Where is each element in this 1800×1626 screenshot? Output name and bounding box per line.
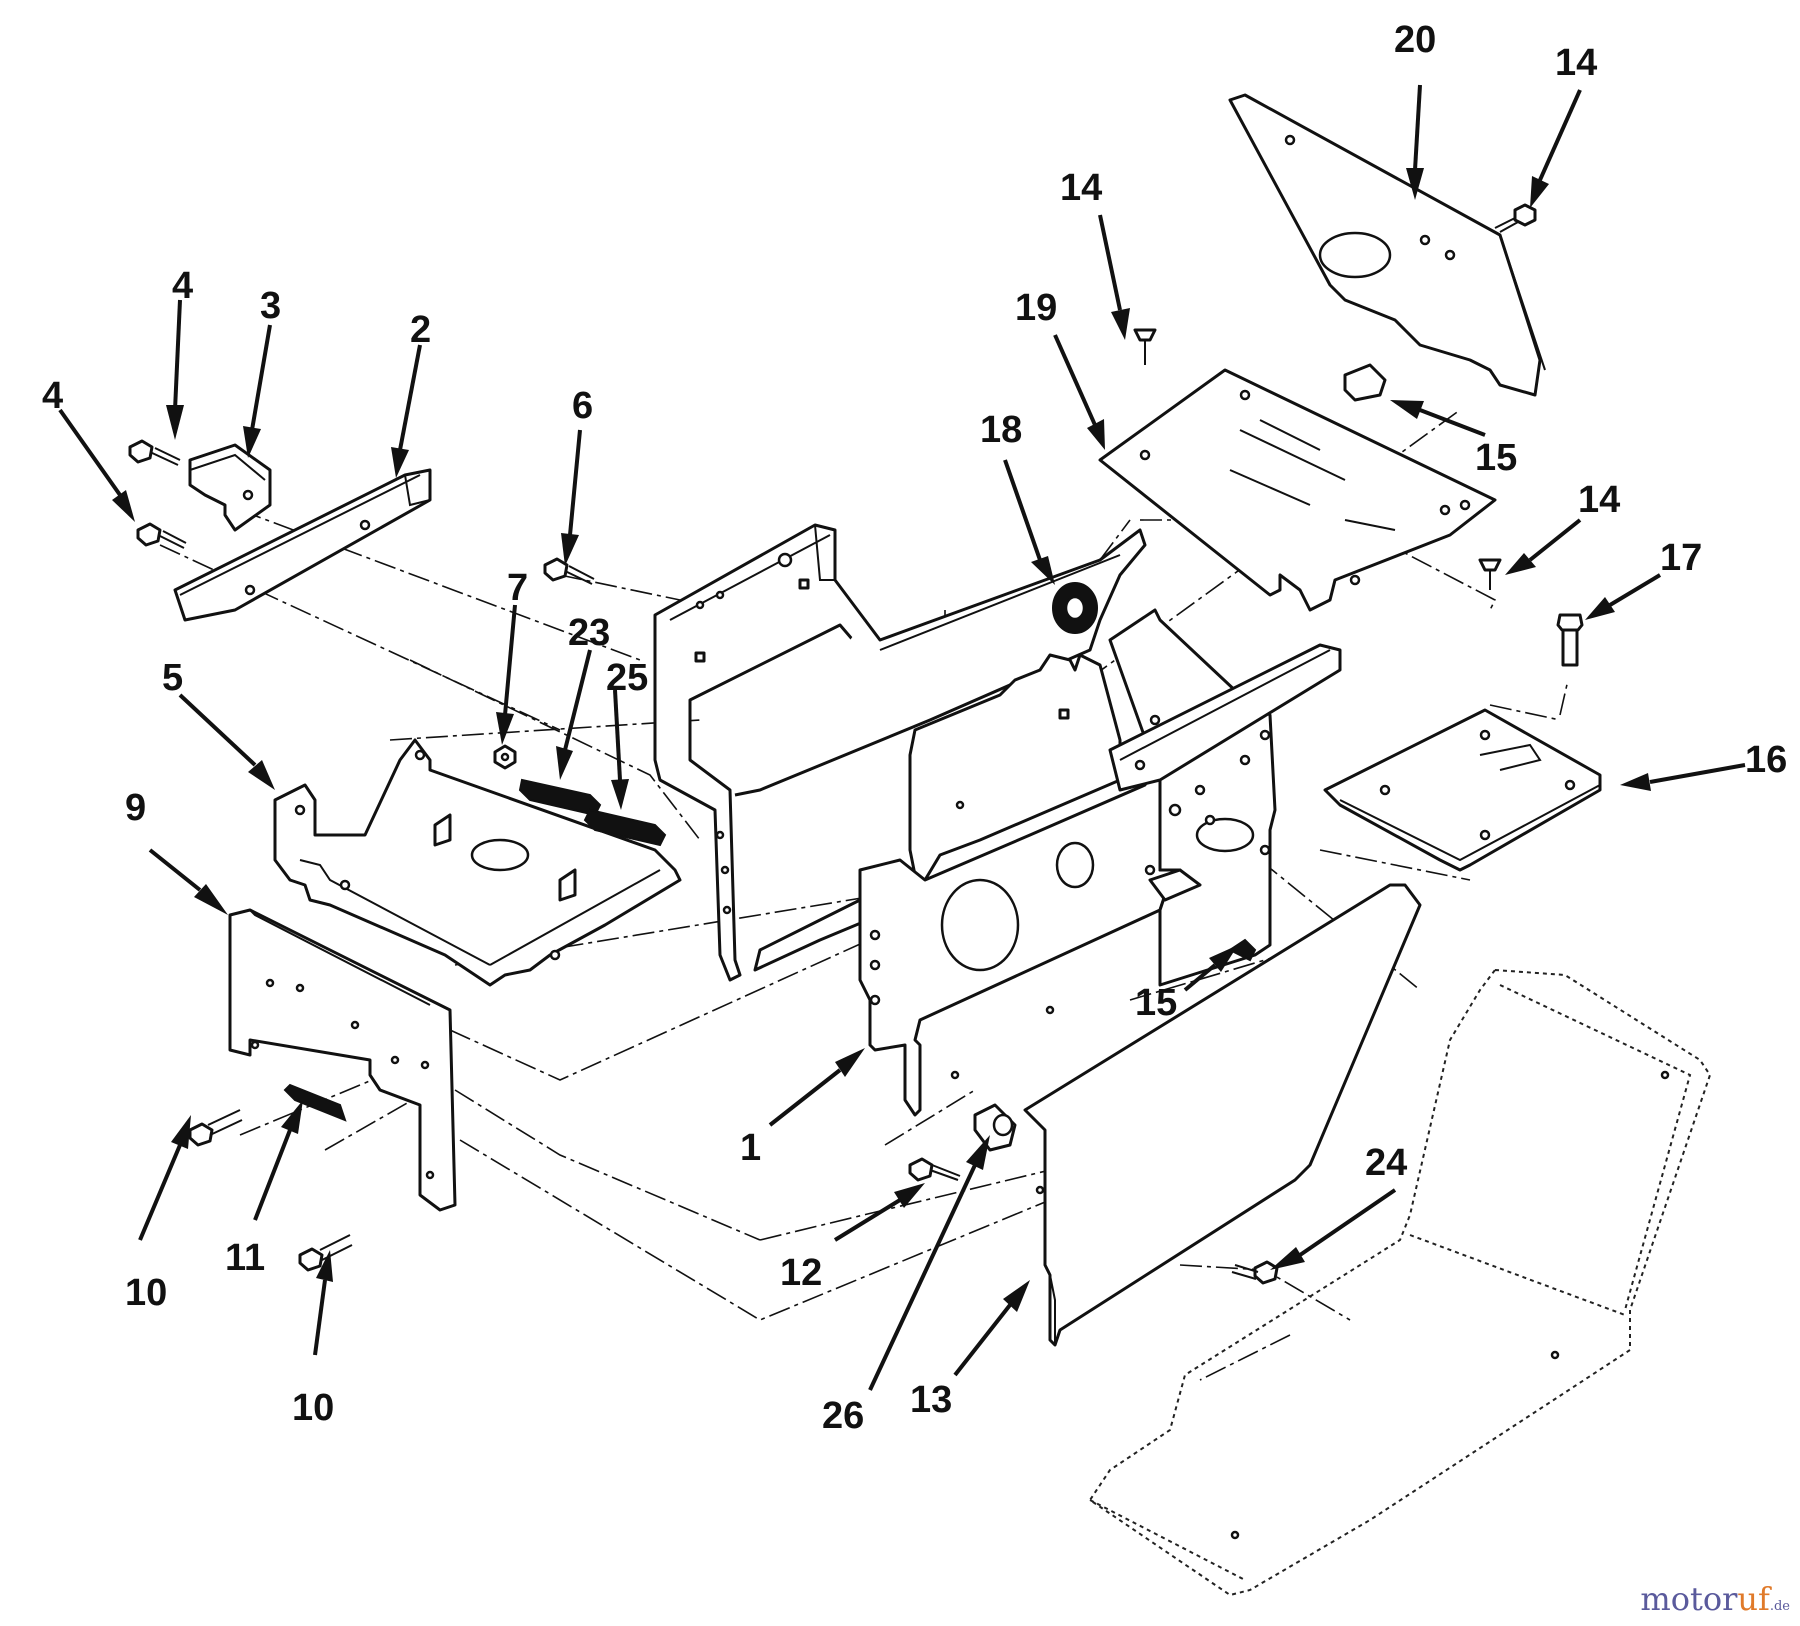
callout-1: 1 (740, 1127, 761, 1169)
screw-part-10-lower (298, 1234, 353, 1272)
callout-11: 11 (225, 1237, 265, 1279)
callout-12: 12 (780, 1252, 822, 1294)
screw-part-24 (1231, 1260, 1279, 1285)
screw-part-14-mid (1133, 328, 1157, 365)
callout-4-lower: 4 (42, 375, 63, 417)
watermark-brand-b: uf (1737, 1580, 1770, 1618)
screw-part-6 (543, 557, 595, 585)
bushing-part-26 (973, 1103, 1017, 1152)
callout-17: 17 (1660, 537, 1702, 579)
bolt-part-17 (1556, 613, 1584, 667)
callout-16: 16 (1745, 739, 1787, 781)
callout-25: 25 (606, 657, 648, 699)
clip-part-3 (188, 443, 272, 532)
spacer-part-11 (283, 1083, 347, 1122)
nut-part-7 (493, 744, 517, 770)
screw-part-14-right (1478, 558, 1502, 590)
callout-7: 7 (507, 567, 528, 609)
callout-19: 19 (1015, 287, 1057, 329)
callout-15-lower: 15 (1135, 982, 1177, 1024)
callout-3: 3 (260, 285, 281, 327)
seat-support-part-20 (1228, 93, 1546, 397)
grommet-part-18 (1052, 582, 1098, 634)
callout-13: 13 (910, 1379, 952, 1421)
screw-part-12 (908, 1157, 961, 1182)
callout-18: 18 (980, 409, 1022, 451)
rail-bracket-part-2 (173, 468, 432, 622)
side-plate-part-9 (228, 908, 457, 1212)
callout-14-right: 14 (1578, 479, 1620, 521)
callout-14-top: 14 (1555, 42, 1597, 84)
seat-plate-part-19 (1098, 368, 1497, 612)
site-watermark: motoruf.de (1640, 1580, 1790, 1618)
latch-part-15-lower (1228, 938, 1257, 962)
callout-5: 5 (162, 657, 183, 699)
callout-labels: 4 3 2 4 6 5 7 23 25 9 10 11 10 1 12 26 1… (42, 19, 1787, 1437)
watermark-suffix: .de (1769, 1599, 1790, 1614)
main-frame-part-1 (653, 523, 1342, 1117)
pad-part-25 (583, 808, 667, 847)
screw-part-4-lower (136, 522, 187, 549)
callout-10-left: 10 (125, 1272, 167, 1314)
callout-14-mid: 14 (1060, 167, 1102, 209)
callout-9: 9 (125, 787, 146, 829)
callout-arrows (58, 84, 1746, 1391)
latch-part-15-upper (1343, 363, 1387, 402)
callout-24: 24 (1365, 1142, 1407, 1184)
callout-26: 26 (822, 1395, 864, 1437)
callout-23: 23 (568, 612, 610, 654)
callout-4-upper: 4 (172, 265, 193, 307)
callout-6: 6 (572, 385, 593, 427)
screw-part-10-upper (188, 1109, 243, 1147)
screw-part-14-top (1494, 203, 1537, 233)
callout-2: 2 (410, 309, 431, 351)
bracket-part-16 (1323, 708, 1602, 872)
watermark-brand-a: motor (1640, 1580, 1738, 1618)
ghost-seat-outline (1088, 968, 1712, 1597)
mounting-plate-part-5 (273, 738, 682, 987)
callout-10-bottom: 10 (292, 1387, 334, 1429)
cover-plate-part-13 (1023, 883, 1422, 1347)
callout-20: 20 (1394, 19, 1436, 61)
callout-15-upper: 15 (1475, 437, 1517, 479)
screw-part-4-upper (128, 439, 181, 466)
